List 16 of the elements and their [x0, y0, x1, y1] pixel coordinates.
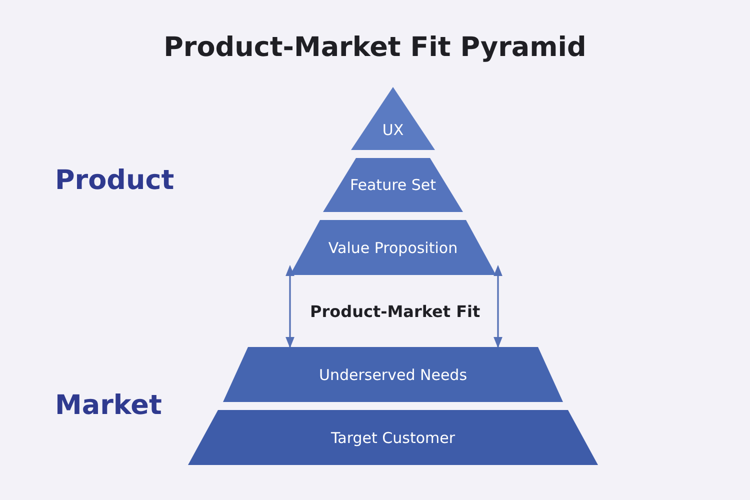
fit-label: Product-Market Fit	[310, 302, 480, 321]
pyramid-layer	[351, 87, 435, 150]
pyramid-layer	[323, 158, 463, 212]
layer-label: Value Proposition	[328, 238, 458, 256]
layer-label: Feature Set	[350, 176, 436, 194]
title: Product-Market Fit Pyramid	[162, 32, 588, 63]
layer-label: Underserved Needs	[318, 366, 468, 384]
pyramid-layer	[188, 410, 598, 465]
pyramid-layer	[223, 347, 563, 402]
side-label: Market	[55, 390, 162, 421]
layer-label: UX	[382, 120, 404, 139]
double-arrow	[494, 264, 502, 348]
side-label: Product	[55, 165, 174, 196]
double-arrow	[286, 264, 294, 348]
pyramid-layer	[290, 220, 496, 275]
layer-label: Target Customer	[330, 428, 456, 446]
